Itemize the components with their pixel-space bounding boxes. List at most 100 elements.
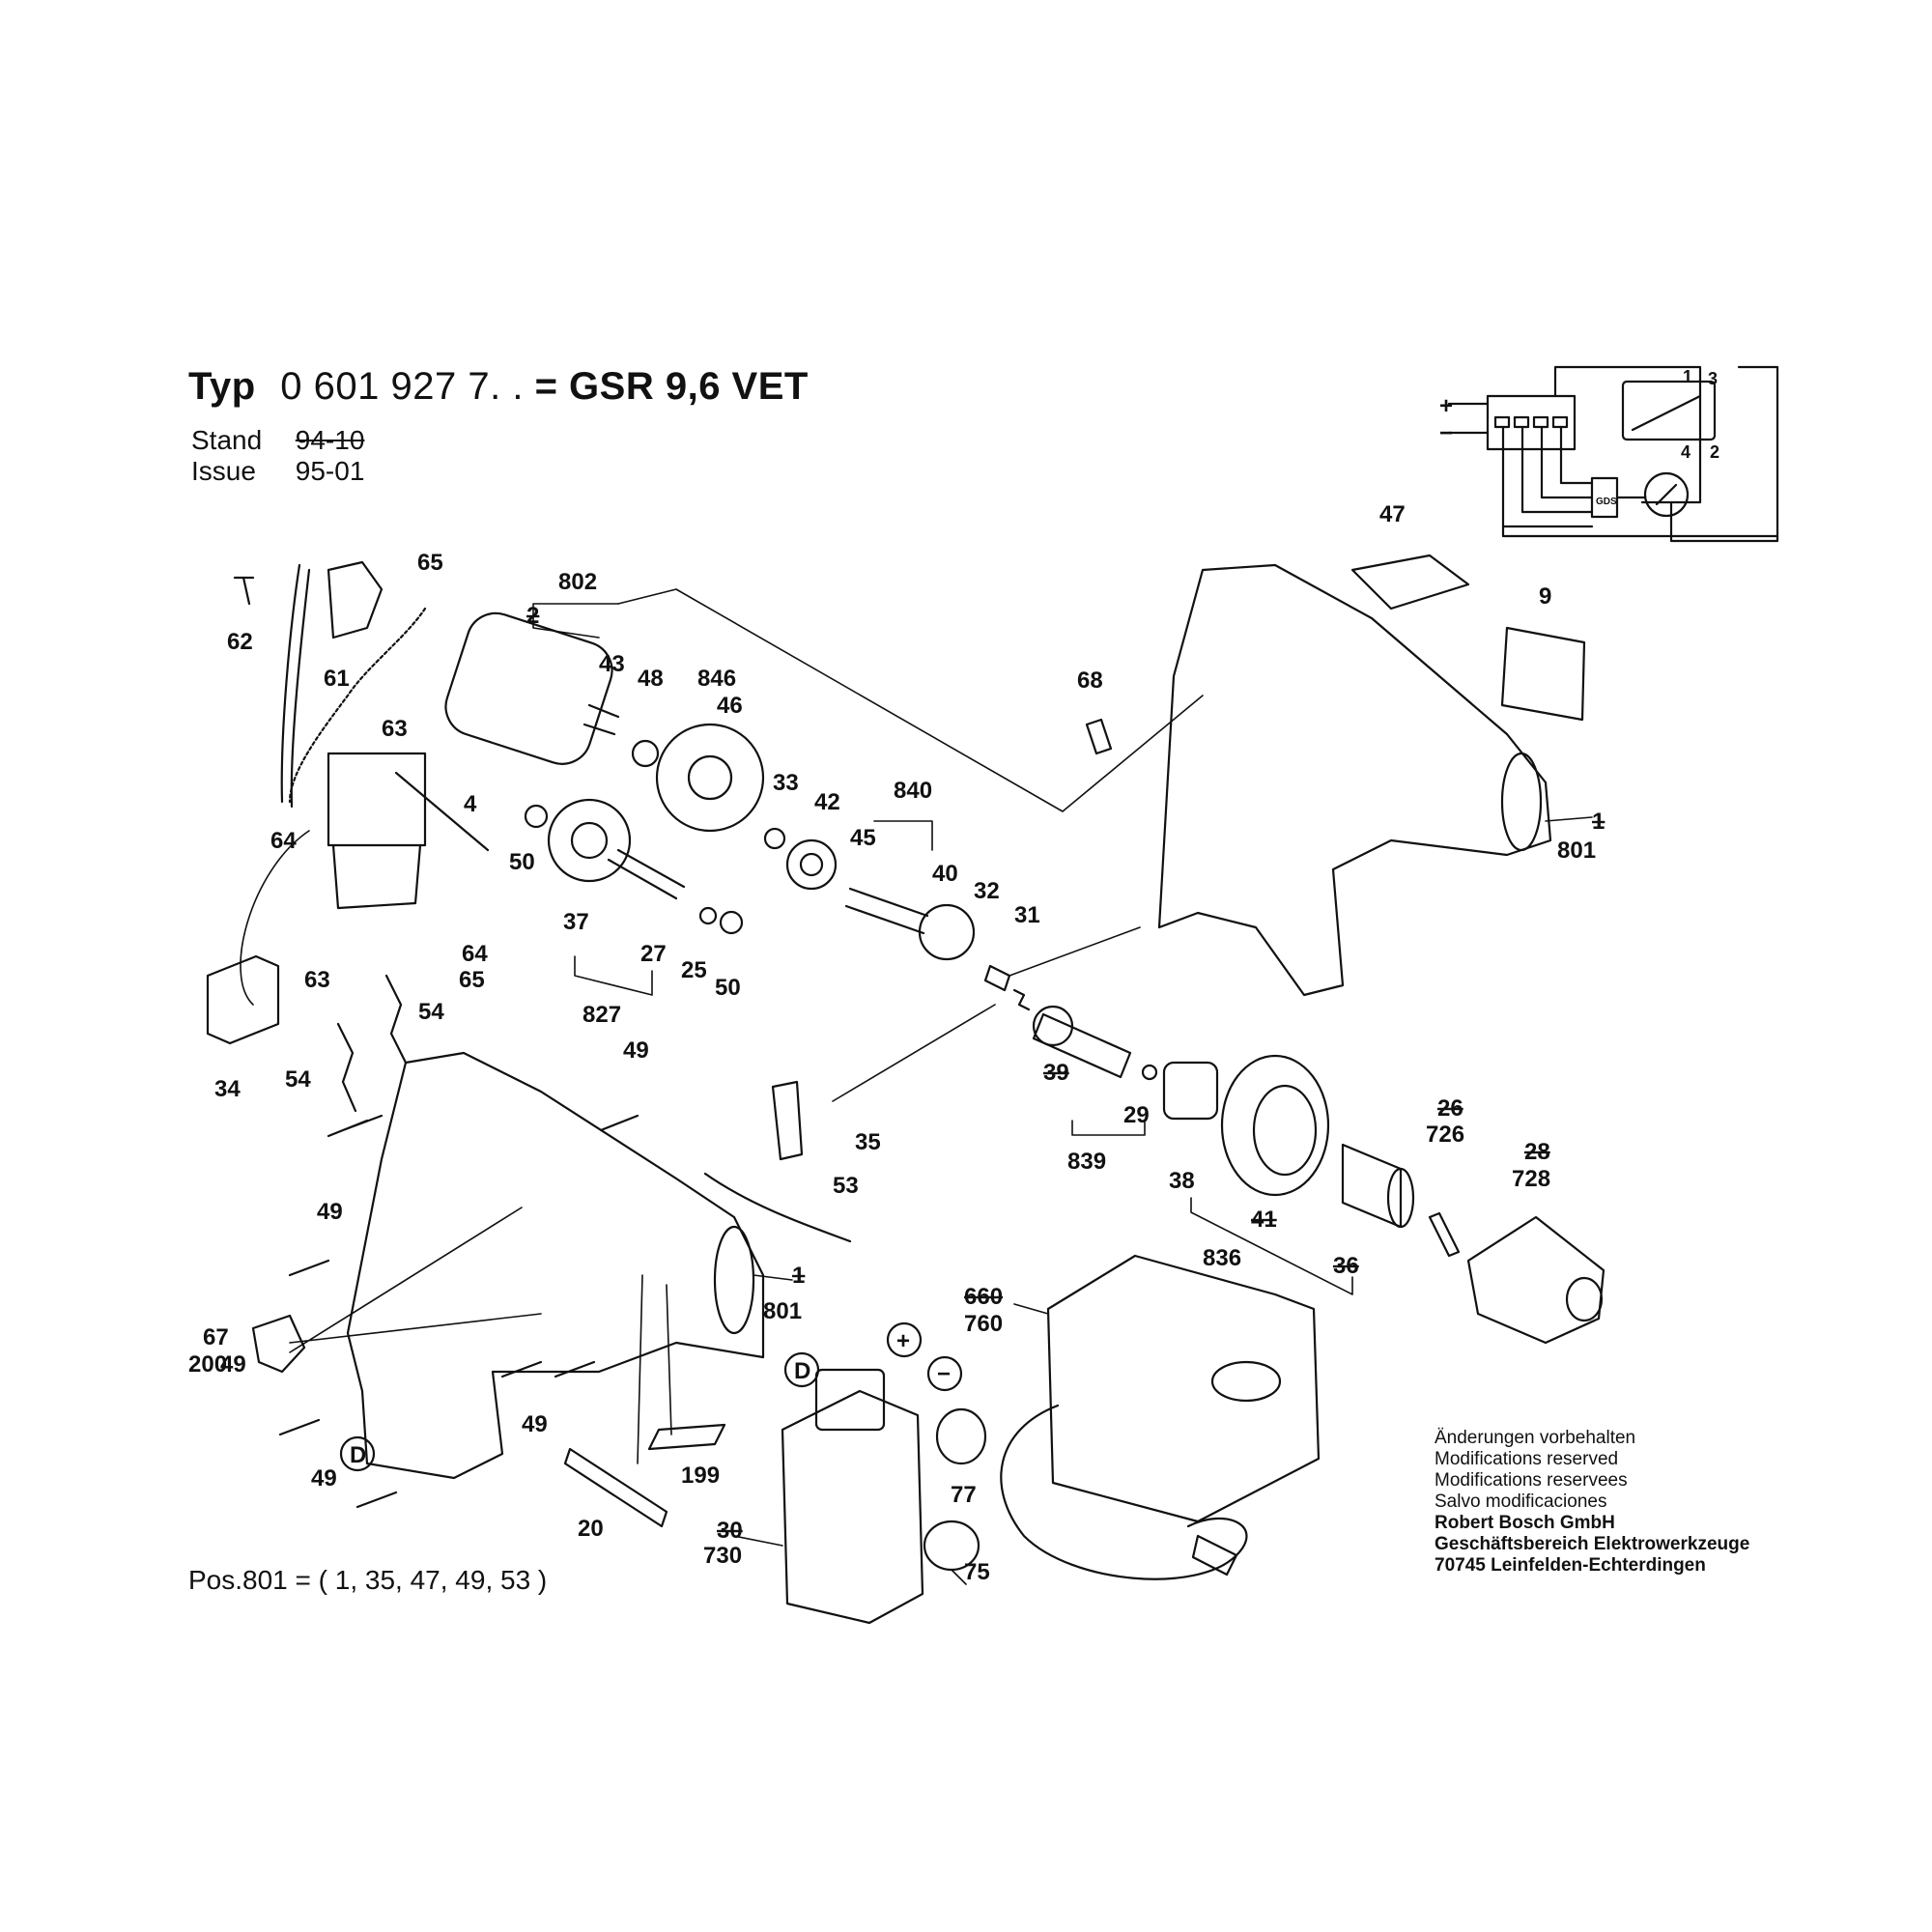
- label-61: 61: [324, 666, 350, 692]
- label-728: 728: [1512, 1166, 1550, 1192]
- label-9-shape: [1500, 626, 1586, 722]
- label-32: 32: [974, 878, 1000, 904]
- motor-43-shape: [444, 611, 613, 765]
- leader-lines: [240, 588, 1593, 1585]
- clutch-40-shape: [918, 903, 976, 961]
- wiring-chip-label: GDS: [1596, 497, 1617, 507]
- label-63a: 63: [382, 716, 408, 742]
- notes-block: Änderungen vorbehalten Modifications res…: [1435, 1428, 1749, 1577]
- label-2: 2: [526, 603, 539, 629]
- label-43: 43: [599, 651, 625, 677]
- switch-base-shape: [331, 843, 422, 910]
- label-200: 200: [188, 1351, 227, 1378]
- washer-50a-shape: [524, 804, 549, 829]
- label-29: 29: [1123, 1102, 1150, 1128]
- d-symbol-left: D: [350, 1442, 366, 1468]
- stand-value: 94-10: [295, 425, 365, 455]
- label-802: 802: [558, 569, 597, 595]
- ring-33-shape: [763, 827, 786, 850]
- charger-plug-shape: [1191, 1534, 1238, 1577]
- gear-37-hub: [570, 821, 609, 860]
- battery-730-shape: [781, 1389, 924, 1625]
- gear-46-shape: [655, 723, 765, 833]
- label-49b: 49: [317, 1199, 343, 1225]
- shaft-39-shape: [1032, 1012, 1132, 1079]
- wiring-pin-4: [1551, 415, 1569, 429]
- label-730: 730: [703, 1543, 742, 1569]
- label-28: 28: [1524, 1139, 1550, 1165]
- charger-slot-shape: [1210, 1360, 1282, 1403]
- sleeve-36-end: [1386, 1167, 1415, 1229]
- leader-75: [951, 1569, 967, 1585]
- label-836: 836: [1203, 1245, 1241, 1271]
- d-symbol-battery: D: [794, 1358, 810, 1384]
- motor-symbol-slash: [1655, 483, 1678, 506]
- spring-54a-shape: [336, 1022, 357, 1113]
- label-50a: 50: [509, 849, 535, 875]
- charger-cord-shape: [1000, 1404, 1248, 1580]
- note-de: Änderungen vorbehalten: [1435, 1428, 1636, 1448]
- switch-rod-shape: [394, 771, 490, 852]
- label-760: 760: [964, 1311, 1003, 1337]
- label-9: 9: [1539, 583, 1551, 610]
- label-4: 4: [464, 791, 477, 817]
- d-symbol-left-circle: [339, 1435, 376, 1472]
- wiring-lines: [1501, 425, 1779, 538]
- leader-35-spindle: [832, 1004, 996, 1102]
- label-199: 199: [681, 1463, 720, 1489]
- stand-row: Stand 94-10: [191, 425, 364, 456]
- shaft-39-head: [1032, 1005, 1074, 1047]
- label-54a: 54: [418, 999, 444, 1025]
- label-42: 42: [814, 789, 840, 815]
- label-839: 839: [1067, 1149, 1106, 1175]
- leader-67: [289, 1207, 542, 1353]
- label-63b: 63: [304, 967, 330, 993]
- label-35: 35: [855, 1129, 881, 1155]
- bracket-836: [1190, 1197, 1353, 1295]
- label-49c: 49: [522, 1411, 548, 1437]
- housing-left-shape: [346, 1051, 765, 1480]
- plus-symbol-circle: [886, 1321, 923, 1358]
- issue-row: Issue 95-01: [191, 456, 364, 487]
- motor-symbol-icon: [1643, 471, 1690, 518]
- clip-35-shape: [771, 1080, 804, 1161]
- label-47: 47: [1379, 501, 1406, 527]
- leader-801b: [753, 1274, 793, 1281]
- label-39: 39: [1043, 1060, 1069, 1086]
- label-1b: 1: [792, 1263, 805, 1289]
- leader-31-housing: [1009, 926, 1141, 977]
- leader-34: [240, 830, 310, 1006]
- label-38: 38: [1169, 1168, 1195, 1194]
- label-77: 77: [951, 1482, 977, 1508]
- part-32-shape: [983, 964, 1011, 992]
- wiring-t2: 2: [1710, 442, 1719, 462]
- label-50b: 50: [715, 975, 741, 1001]
- label-726: 726: [1426, 1122, 1464, 1148]
- equals-sign: =: [534, 365, 558, 408]
- leader-199-20: [637, 1274, 672, 1464]
- label-1a: 1: [1592, 809, 1605, 835]
- label-660: 660: [964, 1284, 1003, 1310]
- motor-shaft-shape: [582, 703, 620, 736]
- label-49a: 49: [623, 1037, 649, 1064]
- minus-symbol-circle: [926, 1355, 963, 1392]
- leader-801a: [1545, 816, 1593, 822]
- label-65b: 65: [459, 967, 485, 993]
- slider-47-shape: [1350, 554, 1470, 611]
- label-34: 34: [214, 1076, 241, 1102]
- bracket-827: [574, 955, 653, 996]
- housing-left-nose: [713, 1225, 755, 1335]
- label-827: 827: [582, 1002, 621, 1028]
- label-199-shape: [647, 1423, 726, 1451]
- spring-31-shape: [1012, 988, 1031, 1011]
- wiring-switch-contact: [1631, 394, 1702, 432]
- screw-49e-shape: [278, 1418, 398, 1509]
- sleeve-36-shape: [1341, 1143, 1403, 1229]
- gear-46-hub: [687, 754, 733, 801]
- ring-29-shape: [1141, 1064, 1158, 1081]
- bracket-839: [1071, 1120, 1146, 1136]
- label-20-shape: [563, 1447, 668, 1528]
- label-41: 41: [1251, 1207, 1277, 1233]
- pos801-note: Pos.801 = ( 1, 35, 47, 49, 53 ): [188, 1565, 548, 1595]
